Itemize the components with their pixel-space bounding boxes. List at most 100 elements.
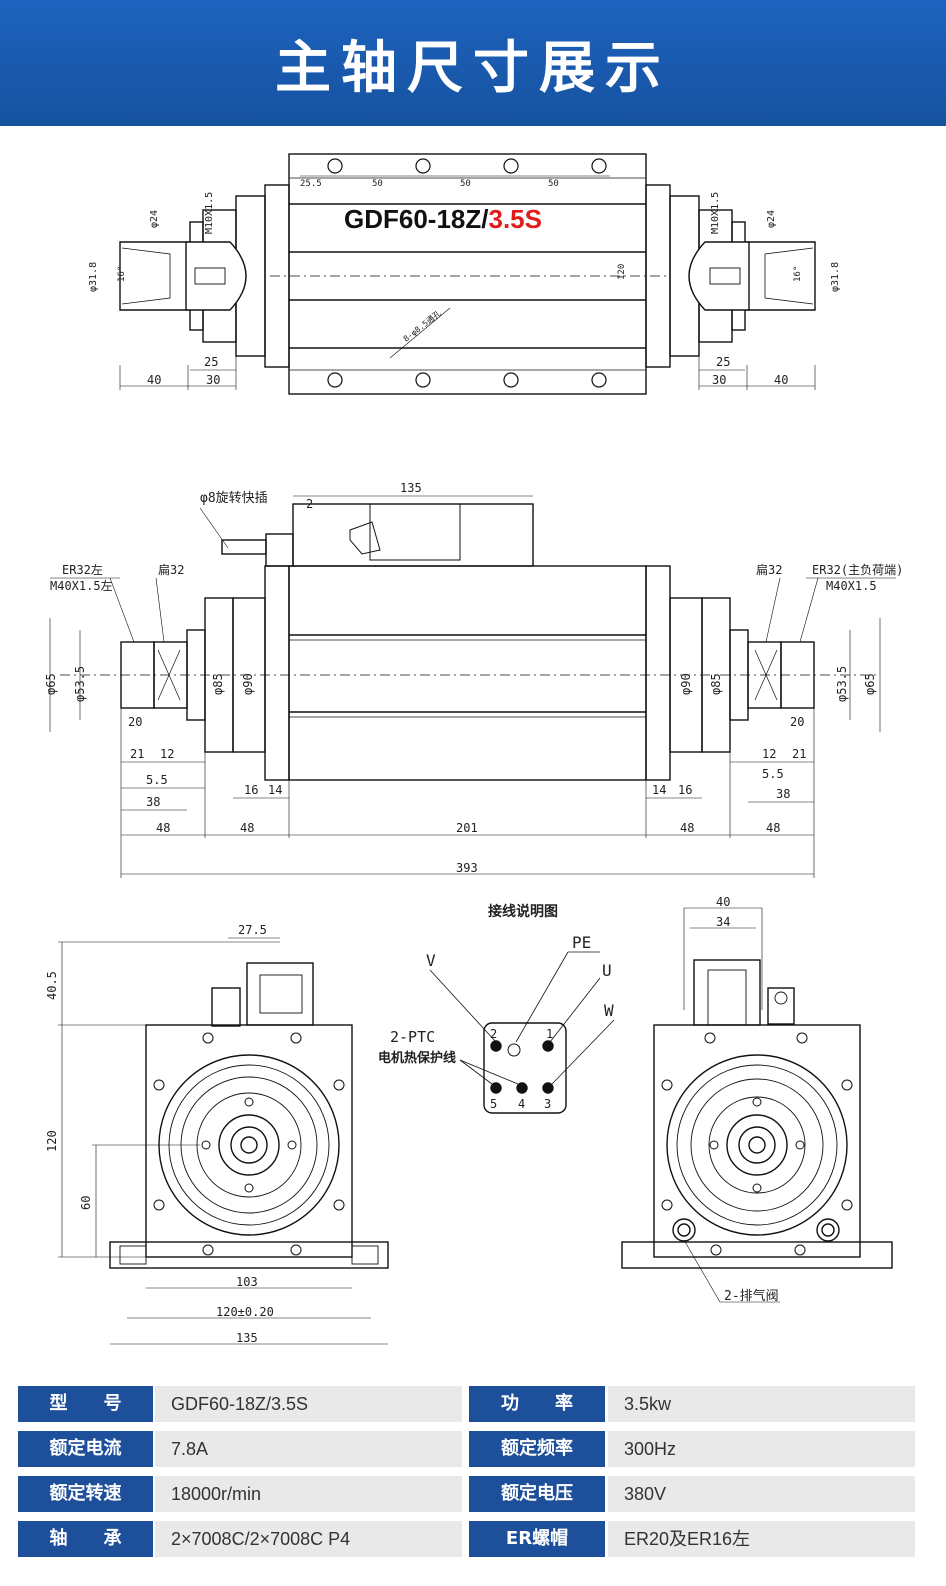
dim-50-b: 50: [460, 179, 471, 189]
dim-120-tol: 120±0.20: [216, 1305, 274, 1319]
spec-value: 300Hz: [608, 1431, 915, 1467]
pin-1: 1: [546, 1027, 553, 1041]
spec-label: 型 号: [18, 1386, 153, 1422]
page-title: 主轴尺寸展示: [275, 35, 671, 101]
spec-value: 380V: [608, 1476, 915, 1512]
label-ptc: 2-PTC: [390, 1028, 435, 1046]
dia-90-right: φ90: [679, 673, 693, 695]
dim-16-right: 16: [678, 783, 692, 797]
label-w: W: [604, 1001, 614, 1020]
spec-label: 轴 承: [18, 1521, 153, 1557]
dia-90-left: φ90: [241, 673, 255, 695]
flat-left: 扁32: [158, 563, 184, 577]
end-view: 27.5 40.5 120 60 103 120±0.20 135: [45, 923, 389, 1345]
spec-label: 额定电压: [469, 1476, 605, 1512]
model-label: GDF60-18Z/: [344, 204, 489, 234]
title-banner: 主轴尺寸展示: [0, 0, 946, 126]
dim-21-left: 21: [130, 747, 144, 761]
wiring-diagram: 接线说明图 2 1 5 4 3 V PE U W 2-PTC 电机热保护线: [378, 903, 615, 1114]
spec-label: 额定电流: [18, 1431, 153, 1467]
label-pe: PE: [572, 933, 591, 952]
dim-25-right: 25: [716, 355, 730, 369]
thread-right-side: M40X1.5: [826, 579, 877, 593]
pin-5: 5: [490, 1097, 497, 1111]
dia-535-right: φ53.5: [835, 666, 849, 702]
dim-14-left: 14: [268, 783, 282, 797]
dim-40-left: 40: [147, 373, 161, 387]
dia-85-left: φ85: [211, 673, 225, 695]
dim-60-end: 60: [79, 1196, 93, 1210]
spec-row-1: 型 号 GDF60-18Z/3.5S 功 率 3.5kw: [18, 1386, 915, 1422]
dim-393: 393: [456, 861, 478, 875]
pin-2: 2: [490, 1027, 497, 1041]
dim-201: 201: [456, 821, 478, 835]
dim-38-left: 38: [146, 795, 160, 809]
thread-right: M10X1.5: [710, 192, 721, 234]
angle-left: 16°: [117, 266, 127, 282]
dim-55-left: 5.5: [146, 773, 168, 787]
label-u: U: [602, 961, 612, 980]
dim-405: 40.5: [45, 971, 59, 1000]
thread-left: M10X1.5: [204, 192, 215, 234]
dim-50-a: 50: [372, 179, 383, 189]
flat-right: 扁32: [756, 563, 782, 577]
pin-3: 3: [544, 1097, 551, 1111]
dim-48-c: 48: [680, 821, 694, 835]
pin-4: 4: [518, 1097, 525, 1111]
dim-30-left: 30: [206, 373, 220, 387]
top-view: 25.5 50 50 50 GDF60-18Z/3.5S 120 8-φ8.5通…: [88, 153, 841, 395]
side-view: φ8旋转快插 135 2 ER32左 M40X1.5左 扁32 φ65 φ53.…: [44, 481, 903, 878]
er-left: ER32左: [62, 562, 103, 577]
dim-12-right: 12: [762, 747, 776, 761]
dim-55-right: 5.5: [762, 767, 784, 781]
svg-text:GDF60-18Z/3.5S: GDF60-18Z/3.5S: [344, 204, 542, 234]
spec-row-4: 轴 承 2×7008C/2×7008C P4 ER螺帽 ER20及ER16左: [18, 1521, 915, 1557]
dia-65-left: φ65: [44, 673, 58, 695]
er-right: ER32(主负荷端): [812, 563, 903, 577]
dim-14-right: 14: [652, 783, 666, 797]
holes-label: 8-φ8.5通孔: [401, 308, 443, 344]
spec-label: ER螺帽: [469, 1521, 605, 1557]
dia-24-left: φ24: [149, 210, 160, 228]
spec-label: 功 率: [469, 1386, 605, 1422]
spec-value: 18000r/min: [155, 1476, 462, 1512]
spec-label: 额定转速: [18, 1476, 153, 1512]
angle-right: 16°: [793, 266, 803, 282]
dia-24-right: φ24: [766, 210, 777, 228]
spec-value: 3.5kw: [608, 1386, 915, 1422]
dim-48-d: 48: [766, 821, 780, 835]
dim-16-left: 16: [244, 783, 258, 797]
dim-40-rear: 40: [716, 895, 730, 909]
valve-label: 2-排气阀: [724, 1288, 779, 1304]
dia-318-left: φ31.8: [88, 262, 99, 292]
spec-row-3: 额定转速 18000r/min 额定电压 380V: [18, 1476, 915, 1512]
dim-48-b: 48: [240, 821, 254, 835]
dim-38-right: 38: [776, 787, 790, 801]
spec-row-2: 额定电流 7.8A 额定频率 300Hz: [18, 1431, 915, 1467]
wiring-title: 接线说明图: [488, 903, 558, 920]
dia-65-right: φ65: [863, 673, 877, 695]
label-ptc-desc: 电机热保护线: [378, 1050, 456, 1066]
dim-20-left: 20: [128, 715, 142, 729]
dim-120-end: 120: [45, 1130, 59, 1152]
spec-label: 额定频率: [469, 1431, 605, 1467]
dim-30-right: 30: [712, 373, 726, 387]
dia-318-right: φ31.8: [830, 262, 841, 292]
dim-34-rear: 34: [716, 915, 730, 929]
dim-40-right: 40: [774, 373, 788, 387]
technical-drawing: 25.5 50 50 50 GDF60-18Z/3.5S 120 8-φ8.5通…: [44, 153, 903, 1345]
label-v: V: [426, 951, 436, 970]
dim-21-right: 21: [792, 747, 806, 761]
dim-255: 25.5: [300, 179, 322, 189]
thread-left-side: M40X1.5左: [50, 578, 113, 593]
dim-135-top: 135: [400, 481, 422, 495]
dim-48-a: 48: [156, 821, 170, 835]
dia-85-right: φ85: [709, 673, 723, 695]
rear-view: 40 34 2-排气阀: [621, 895, 893, 1304]
spec-value: ER20及ER16左: [608, 1521, 915, 1557]
dim-120-body: 120: [617, 264, 627, 280]
dim-50-c: 50: [548, 179, 559, 189]
dim-135-end: 135: [236, 1331, 258, 1345]
dim-275: 27.5: [238, 923, 267, 937]
plug-label: φ8旋转快插: [200, 491, 268, 506]
